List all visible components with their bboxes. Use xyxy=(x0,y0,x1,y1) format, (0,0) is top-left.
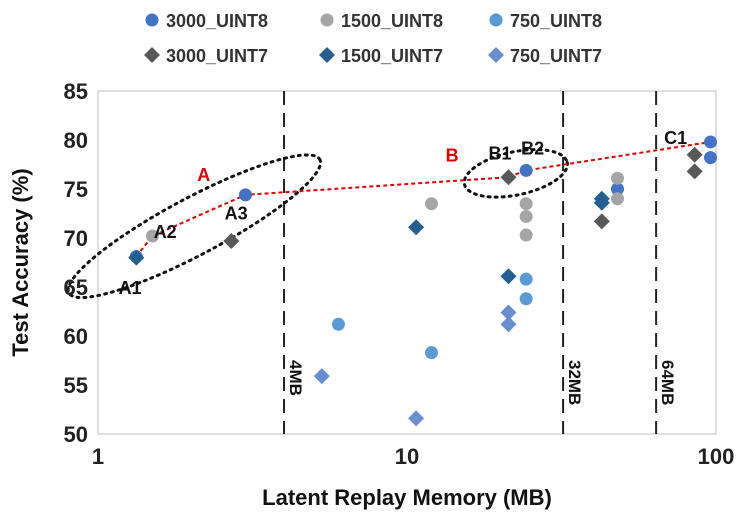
point-3000-uint7 xyxy=(223,232,240,249)
legend-entry: 3000_UINT7 xyxy=(166,46,268,66)
point-annotation: B2 xyxy=(521,139,544,159)
point-annotation: A2 xyxy=(154,222,177,242)
point-750-uint7 xyxy=(313,368,330,385)
memory-line-label: 64MB xyxy=(658,360,677,405)
frontier-label: B xyxy=(446,146,459,166)
legend-marker xyxy=(145,13,159,27)
x-axis-label: Latent Replay Memory (MB) xyxy=(262,485,552,510)
legend-entry: 750_UINT8 xyxy=(510,11,602,31)
highlight-ellipse xyxy=(66,153,323,300)
memory-line-label: 32MB xyxy=(565,360,584,405)
point-annotation: B1 xyxy=(489,144,512,164)
point-750-uint7 xyxy=(500,304,517,321)
memory-line-label: 4MB xyxy=(286,360,305,396)
y-tick-label: 80 xyxy=(64,128,88,153)
point-annotation: C1 xyxy=(664,128,687,148)
y-tick-label: 70 xyxy=(64,226,88,251)
point-annotation: A1 xyxy=(119,278,142,298)
highlight-ellipse xyxy=(462,148,569,199)
point-3000-uint7 xyxy=(686,163,703,180)
point-3000-uint8 xyxy=(611,182,625,196)
plot-area xyxy=(97,90,717,435)
y-axis-label: Test Accuracy (%) xyxy=(8,168,33,356)
x-tick-label: 100 xyxy=(698,444,735,469)
point-1500-uint8 xyxy=(519,209,533,223)
point-750-uint8 xyxy=(331,317,345,331)
y-tick-label: 65 xyxy=(64,275,88,300)
legend-marker xyxy=(488,47,504,63)
data-points xyxy=(128,135,718,427)
point-750-uint8 xyxy=(424,346,438,360)
point-3000-uint8 xyxy=(238,188,252,202)
y-tick-label: 60 xyxy=(64,324,88,349)
point-annotation: A3 xyxy=(225,203,248,223)
point-1500-uint7 xyxy=(593,194,610,211)
point-750-uint8 xyxy=(519,272,533,286)
x-axis-ticks: 1 10 100 xyxy=(92,444,734,469)
point-1500-uint8 xyxy=(519,197,533,211)
memory-threshold-lines: 4MB 32MB 64MB xyxy=(283,91,677,434)
point-3000-uint8 xyxy=(704,151,718,165)
point-1500-uint8 xyxy=(424,197,438,211)
pareto-frontier: AB xyxy=(135,140,711,258)
point-3000-uint8 xyxy=(519,163,533,177)
point-3000-uint8 xyxy=(704,135,718,149)
legend-entry: 750_UINT7 xyxy=(510,46,602,66)
highlight-ellipses xyxy=(66,148,569,300)
x-tick-label: 1 xyxy=(92,444,104,469)
legend-marker xyxy=(319,47,335,63)
y-axis-ticks: 50 55 60 65 70 75 80 85 xyxy=(64,79,88,447)
legend: 3000_UINT8 1500_UINT8 750_UINT8 3000_UINT7 1… xyxy=(144,11,602,66)
point-750-uint7 xyxy=(408,410,425,427)
y-tick-label: 55 xyxy=(64,373,88,398)
point-1500-uint8 xyxy=(145,229,159,243)
y-tick-label: 50 xyxy=(64,422,88,447)
legend-entry: 1500_UINT7 xyxy=(341,46,443,66)
y-tick-label: 85 xyxy=(64,79,88,104)
frontier-label: A xyxy=(197,165,210,185)
point-1500-uint8 xyxy=(519,228,533,242)
point-750-uint7 xyxy=(500,316,517,333)
legend-entry: 1500_UINT8 xyxy=(341,11,443,31)
legend-marker xyxy=(144,47,160,63)
point-1500-uint7 xyxy=(408,219,425,236)
point-750-uint8 xyxy=(519,292,533,306)
point-1500-uint7 xyxy=(128,249,145,266)
legend-marker xyxy=(489,13,503,27)
point-1500-uint8 xyxy=(611,192,625,206)
point-annotations: A1 A2 A3 B1 B2 C1 xyxy=(119,128,688,298)
point-3000-uint7 xyxy=(593,213,610,230)
legend-entry: 3000_UINT8 xyxy=(166,11,268,31)
point-3000-uint7 xyxy=(500,169,517,186)
point-3000-uint7 xyxy=(686,146,703,163)
y-tick-label: 75 xyxy=(64,177,88,202)
frontier-line xyxy=(135,140,711,258)
x-tick-label: 10 xyxy=(395,444,419,469)
point-1500-uint7 xyxy=(500,268,517,285)
legend-marker xyxy=(320,13,334,27)
point-1500-uint8 xyxy=(611,171,625,185)
